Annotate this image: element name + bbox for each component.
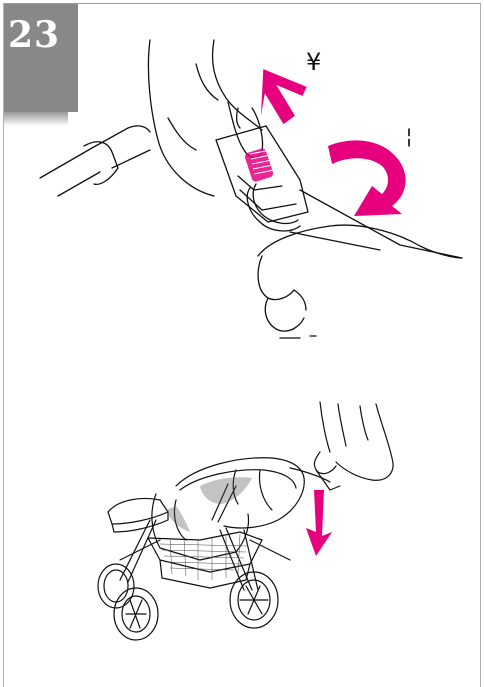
down-arrow-icon — [306, 490, 332, 556]
